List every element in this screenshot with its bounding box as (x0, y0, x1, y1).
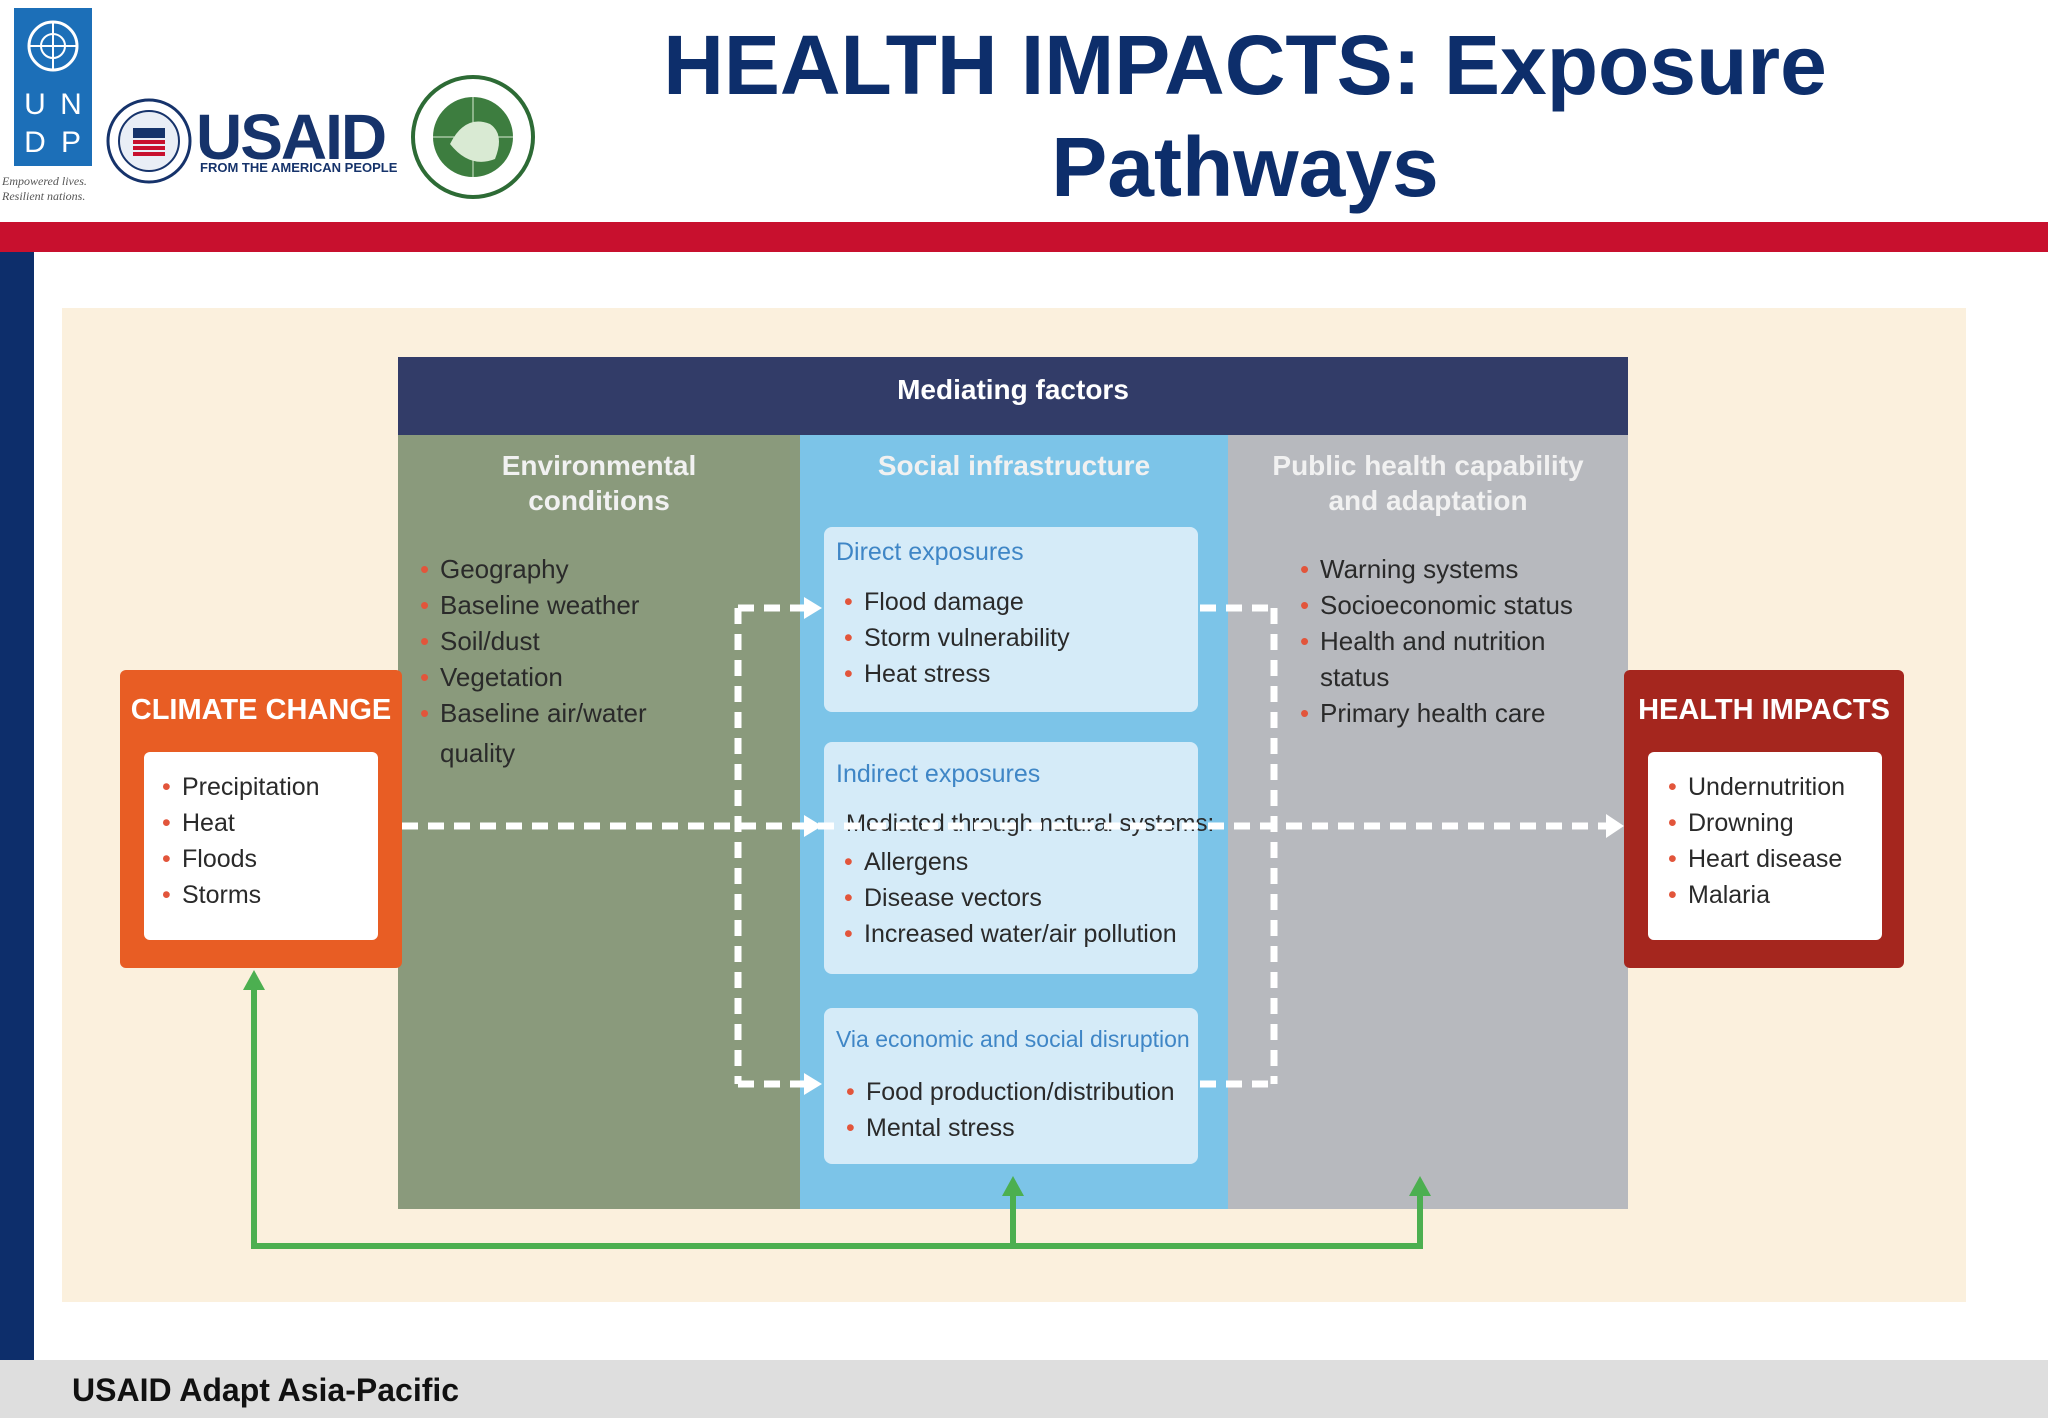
list-item: Allergens (844, 844, 1194, 880)
list-item: Baseline weather (420, 587, 680, 623)
environmental-conditions-heading: Environmental conditions (398, 448, 800, 518)
feedback-arrowhead-climate (243, 970, 265, 990)
list-item: Flood damage (844, 584, 1184, 620)
list-item: Primary health care (1300, 695, 1620, 731)
undp-letter-n: N (60, 88, 82, 121)
social-infrastructure-heading: Social infrastructure (877, 450, 1151, 481)
list-item: Heat (162, 805, 372, 841)
environmental-conditions-list: Geography Baseline weather Soil/dust Veg… (420, 551, 680, 731)
public-health-heading-line2: and adaptation (1328, 485, 1528, 516)
list-item: Socioeconomic status (1300, 587, 1620, 623)
indirect-exposures-list: Allergens Disease vectors Increased wate… (844, 844, 1194, 952)
climate-change-list: Precipitation Heat Floods Storms (162, 769, 372, 913)
list-item: Warning systems (1300, 551, 1620, 587)
undp-letter-d: D (24, 126, 46, 159)
feedback-arrowhead-social (1002, 1176, 1024, 1196)
list-item: Soil/dust (420, 623, 680, 659)
page-title: HEALTH IMPACTS: Exposure Pathways (600, 14, 1890, 218)
list-item: Mental stress (846, 1110, 1196, 1146)
page-title-line1: HEALTH IMPACTS: Exposure (663, 18, 1827, 112)
undp-letter-u: U (24, 88, 46, 121)
list-item: Geography (420, 551, 680, 587)
undp-letter-p: P (60, 126, 81, 159)
usaid-seal-icon (106, 98, 192, 184)
undp-tagline-line1: Empowered lives. (2, 174, 87, 188)
undp-tagline: Empowered lives. Resilient nations. (2, 174, 112, 204)
list-item: Increased water/air pollution (844, 916, 1194, 952)
arrowhead-disruption (804, 1073, 822, 1095)
direct-exposures-list: Flood damage Storm vulnerability Heat st… (844, 584, 1184, 692)
feedback-loop-line (251, 986, 1423, 1249)
direct-exposures-title: Direct exposures (836, 538, 1024, 566)
list-item: Storms (162, 877, 372, 913)
un-emblem-icon (27, 20, 79, 72)
public-health-list: Warning systems Socioeconomic status Hea… (1300, 551, 1620, 731)
public-health-heading: Public health capability and adaptation (1228, 448, 1628, 518)
usaid-subtext: FROM THE AMERICAN PEOPLE (200, 160, 398, 175)
economic-social-disruption-title: Via economic and social disruption (836, 1026, 1190, 1052)
climate-change-title: CLIMATE CHANGE (130, 694, 392, 726)
arrowhead-direct (804, 597, 822, 619)
ait-seal-icon (411, 75, 535, 199)
list-item: Heat stress (844, 656, 1184, 692)
list-item: Heart disease (1668, 841, 1878, 877)
list-item: Baseline air/water (420, 695, 680, 731)
health-impacts-title: HEALTH IMPACTS (1638, 694, 1890, 726)
side-accent-bar (0, 252, 34, 1360)
indirect-exposures-title: Indirect exposures (836, 760, 1041, 788)
list-item: Vegetation (420, 659, 680, 695)
arrowhead-indirect (804, 815, 822, 837)
undp-logo: U N D P (14, 8, 92, 166)
environmental-heading-line2: conditions (528, 485, 670, 516)
footer-text: USAID Adapt Asia-Pacific (72, 1372, 460, 1408)
list-item: Storm vulnerability (844, 620, 1184, 656)
mediating-factors-title: Mediating factors (897, 374, 1129, 405)
mediating-factors-header (398, 357, 1628, 435)
health-impacts-list: Undernutrition Drowning Heart disease Ma… (1668, 769, 1878, 913)
list-item: Undernutrition (1668, 769, 1878, 805)
list-item: Drowning (1668, 805, 1878, 841)
environmental-heading-line1: Environmental (501, 450, 697, 481)
list-item: Malaria (1668, 877, 1878, 913)
footer-bar (0, 1360, 2048, 1418)
page-title-line2: Pathways (1051, 120, 1439, 214)
public-health-heading-line1: Public health capability (1272, 450, 1584, 481)
usaid-wordmark: USAID (196, 101, 387, 173)
list-item: Disease vectors (844, 880, 1194, 916)
economic-social-disruption-list: Food production/distribution Mental stre… (846, 1074, 1196, 1146)
list-item: Health and nutrition status (1300, 623, 1620, 695)
header-divider (0, 222, 2048, 252)
list-item: Floods (162, 841, 372, 877)
arrowhead-health-impacts (1606, 814, 1624, 838)
environmental-item-continuation: quality (440, 738, 516, 768)
undp-tagline-line2: Resilient nations. (2, 189, 86, 203)
list-item: Food production/distribution (846, 1074, 1196, 1110)
feedback-arrowhead-public-health (1409, 1176, 1431, 1196)
list-item: Precipitation (162, 769, 372, 805)
